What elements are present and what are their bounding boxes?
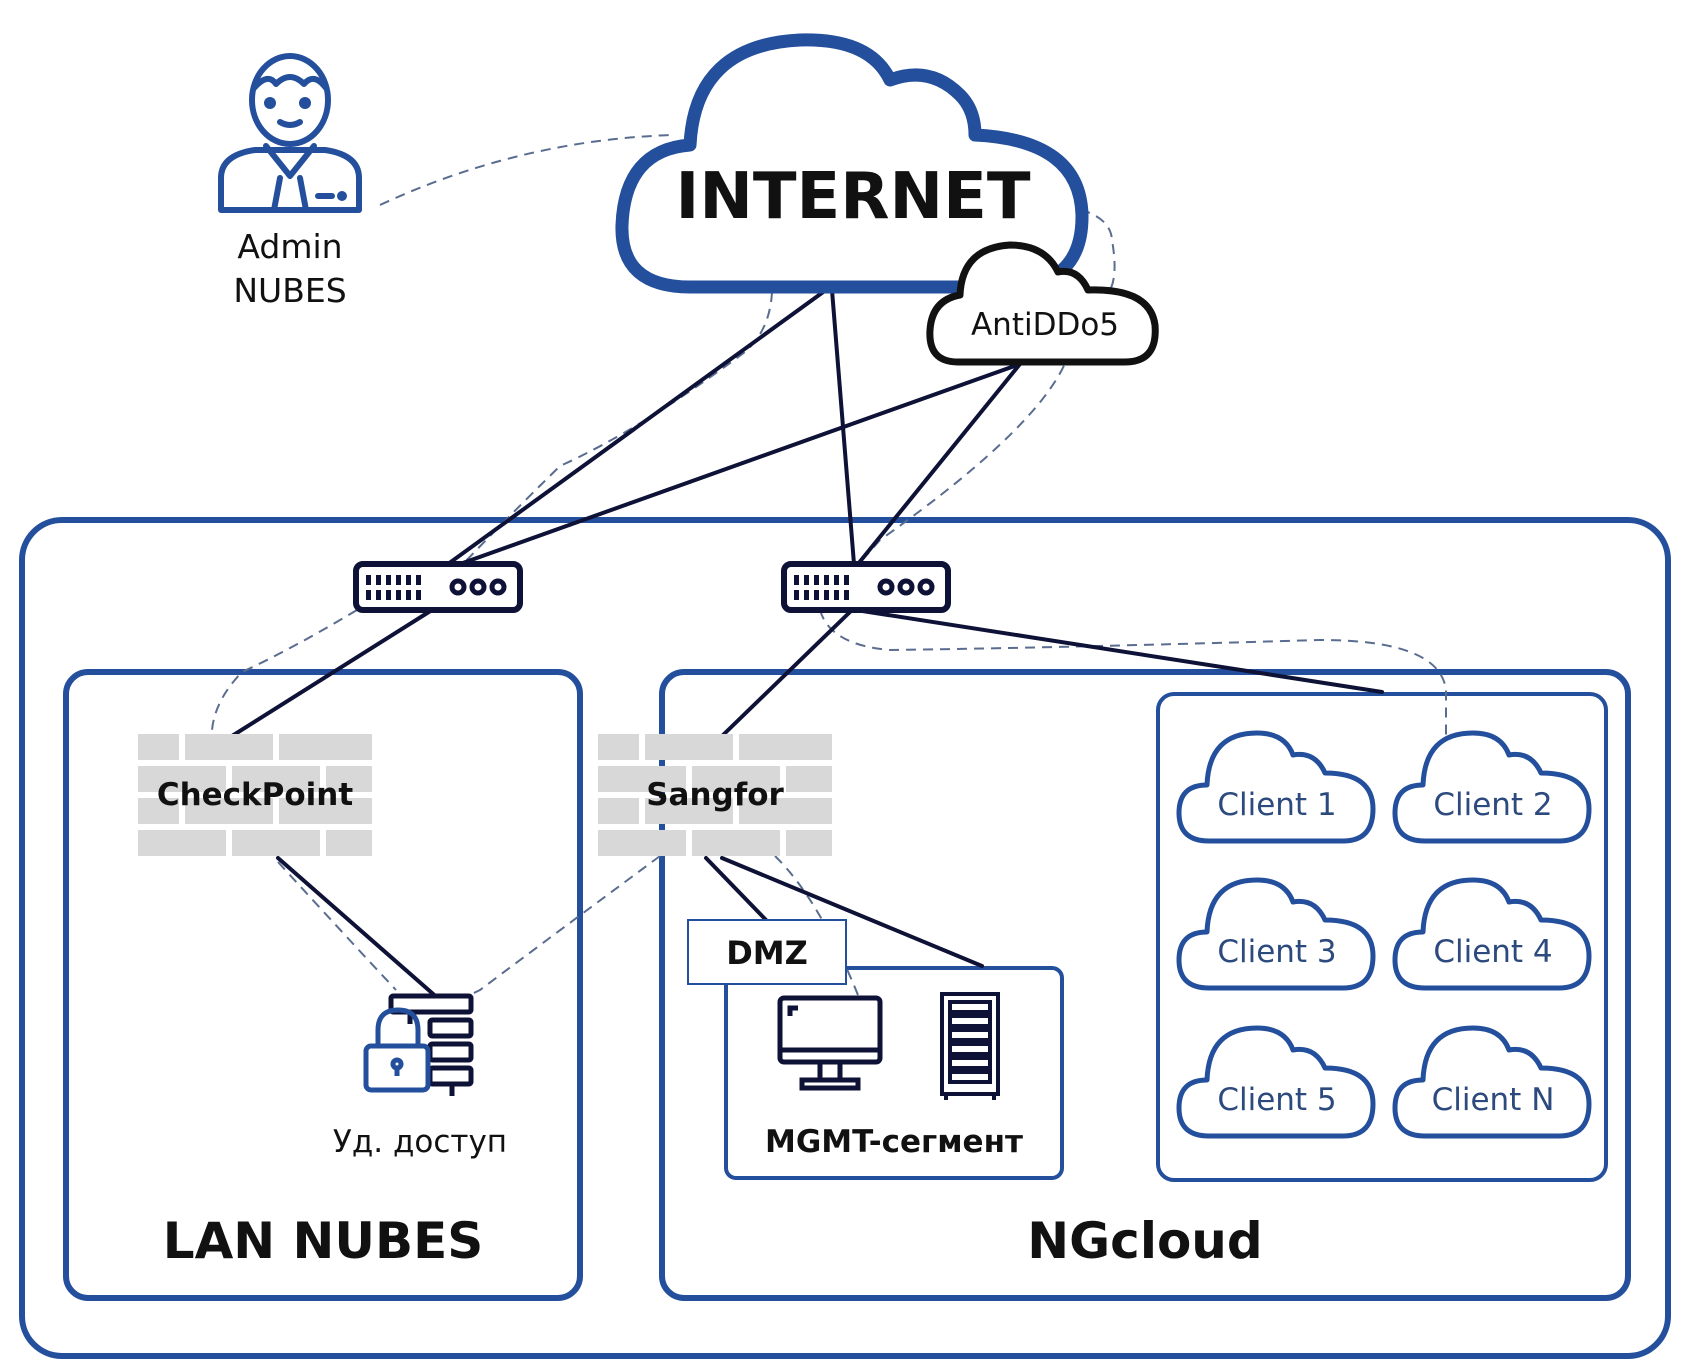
dmz-label: DMZ: [726, 934, 808, 972]
dashed-sangfor-mgmt: [774, 855, 861, 1001]
switch-icon: [781, 561, 951, 613]
link-sangfor-dmz: [704, 856, 768, 922]
client-label: Client 5: [1217, 1082, 1336, 1118]
firewall-sangfor: Sangfor: [598, 734, 832, 856]
client-cloud-icon: [1176, 877, 1376, 991]
client-label: Client 4: [1433, 934, 1552, 970]
admin-user: [218, 53, 362, 213]
client-label: Client 3: [1217, 934, 1336, 970]
dashed-switch1-checkpoint: [211, 609, 358, 731]
dashed-checkpoint-remote-access: [277, 861, 397, 991]
firewall-brick-icon: [138, 734, 372, 856]
internet-cloud-icon: [615, 33, 1089, 294]
internet-cloud: INTERNET: [615, 33, 1089, 294]
client-label: Client 1: [1217, 787, 1336, 823]
ngcloud-title: NGcloud: [1027, 1212, 1262, 1270]
link-internet-switch1: [446, 288, 828, 566]
mgmt-segment-container: [724, 966, 1064, 1180]
admin-label-line1: Admin: [237, 227, 342, 266]
client-clouds: Client 1 Client 2 Client 3 Client 4 Client 5…: [1176, 730, 1592, 1139]
dmz-box: [687, 919, 847, 985]
client-label: Client N: [1432, 1082, 1555, 1118]
remote-access-node: [363, 993, 474, 1096]
switch-icon: [353, 561, 523, 613]
client-cloud-icon: [1392, 1025, 1592, 1139]
outer-datacenter-container: [19, 517, 1671, 1359]
client-cloud-icon: [1176, 1025, 1376, 1139]
switch-left: [353, 561, 523, 613]
client-label: Client 2: [1433, 787, 1552, 823]
dashed-switch2-client2-loop: [819, 609, 1447, 740]
link-antiddos-switch2: [856, 362, 1022, 566]
link-switch1-checkpoint: [230, 608, 434, 738]
client-cloud: Client 2: [1392, 730, 1592, 844]
mgmt-segment-label: MGMT-сегмент: [765, 1124, 1023, 1160]
antiddos-cloud-icon: [926, 241, 1159, 366]
client-cloud-icon: [1176, 730, 1376, 844]
server-stack-icon: [388, 993, 474, 1096]
ngcloud-container: [659, 669, 1631, 1301]
link-checkpoint-remote-access: [276, 856, 442, 1002]
link-antiddos-switch1: [458, 362, 1022, 566]
client-cloud: Client N: [1392, 1025, 1592, 1139]
client-cloud: Client 4: [1392, 877, 1592, 991]
lan-nubes-container: [63, 669, 583, 1301]
firewall-brick-icon: [598, 734, 832, 856]
client-cloud-icon: [1392, 730, 1592, 844]
dashed-admin-internet: [379, 134, 673, 206]
admin-avatar-icon: [218, 53, 362, 213]
link-switch2-clients: [854, 608, 1384, 694]
firewall-checkpoint: CheckPoint: [138, 734, 372, 856]
solid-links: [230, 288, 1384, 1002]
antiddos-cloud: AntiDDo5: [926, 241, 1159, 366]
rack-server-icon: [940, 992, 1000, 1100]
antiddos-label: AntiDDo5: [971, 307, 1119, 343]
client-cloud-icon: [1392, 877, 1592, 991]
dashed-sangfor-remote-access: [446, 855, 661, 1003]
admin-label-line2: NUBES: [233, 271, 346, 310]
link-switch2-sangfor: [720, 608, 854, 738]
client-cloud: Client 1: [1176, 730, 1376, 844]
lan-nubes-title: LAN NUBES: [163, 1212, 484, 1270]
dashed-internet-switch1: [462, 291, 773, 565]
remote-access-label: Уд. доступ: [333, 1124, 507, 1160]
client-cloud: Client 3: [1176, 877, 1376, 991]
client-cloud: Client 5: [1176, 1025, 1376, 1139]
sangfor-label: Sangfor: [646, 777, 784, 813]
dashed-antiddos-switch2: [856, 349, 1071, 567]
link-sangfor-mgmt: [720, 856, 984, 968]
monitor-icon: [777, 995, 883, 1091]
switch-right: [781, 561, 951, 613]
lock-icon: [363, 1007, 431, 1093]
internet-label: INTERNET: [676, 160, 1031, 234]
checkpoint-label: CheckPoint: [157, 777, 354, 813]
